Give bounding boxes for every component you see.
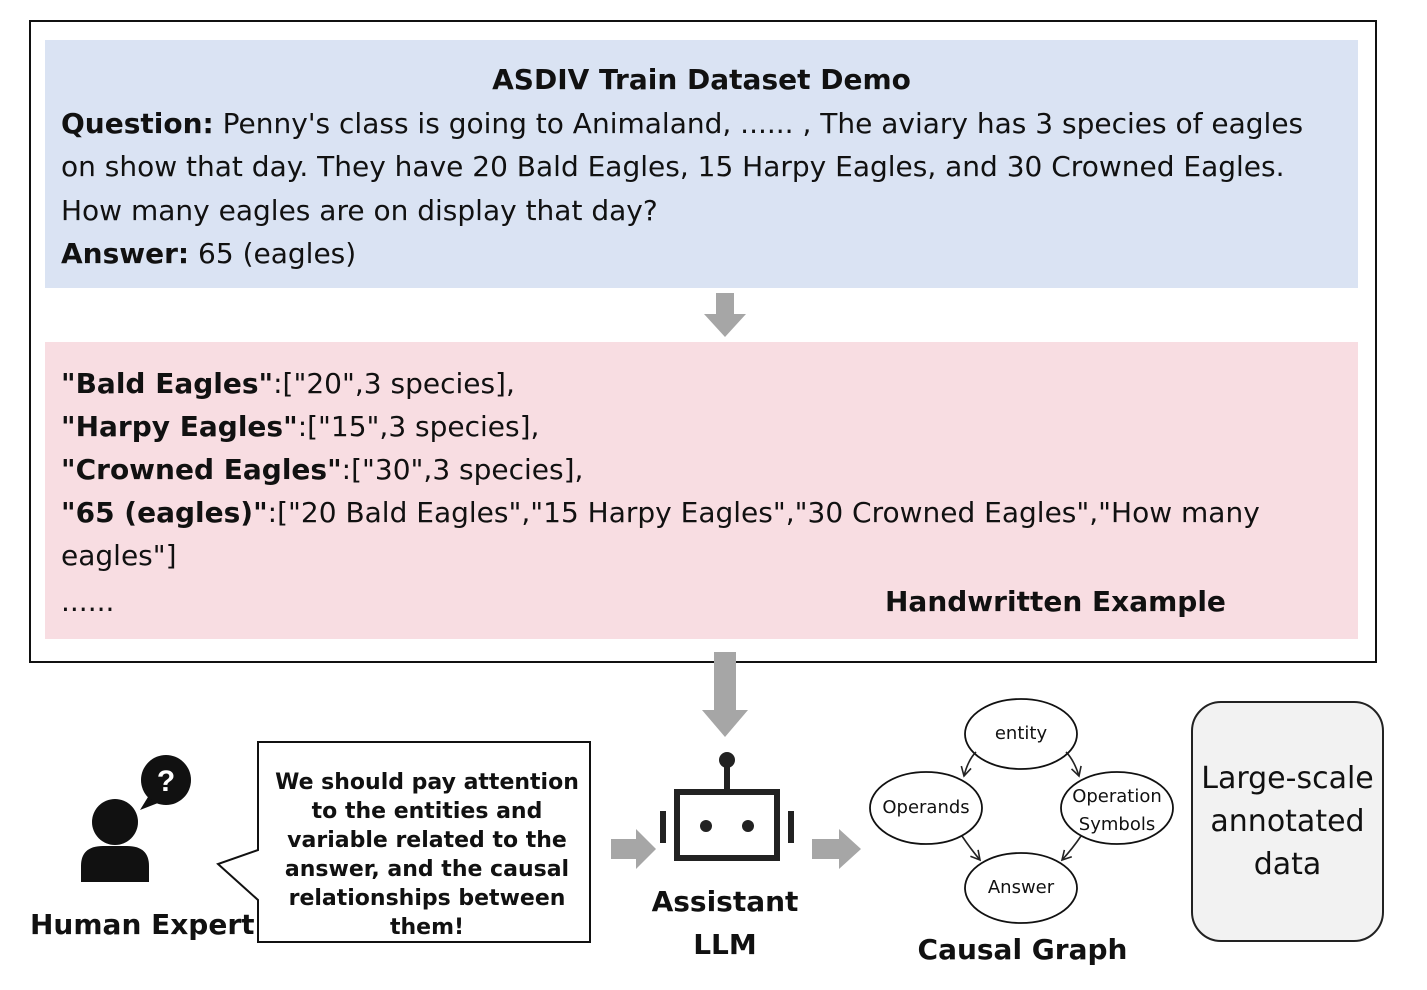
entry-value: :["30",3 species], — [341, 453, 584, 486]
speech-bubble-text: We should pay attention to the entities … — [275, 770, 579, 940]
answer-block: Answer: 65 (eagles) — [61, 232, 1342, 276]
right-arrow-llm-to-graph — [812, 829, 861, 869]
down-arrow-example-to-llm — [702, 652, 748, 737]
causal-graph-label: Causal Graph — [917, 933, 1128, 966]
speech-bubble — [216, 741, 591, 943]
node-answer — [964, 852, 1078, 924]
svg-text:?: ? — [157, 765, 175, 798]
node-operands-label: Operands — [882, 797, 970, 818]
entry-key: "Bald Eagles" — [61, 367, 274, 400]
edge-operands-answer — [961, 835, 982, 862]
entry-bald-eagles: "Bald Eagles":["20",3 species], — [61, 362, 1342, 405]
annotated-data-box: Large-scale annotated data — [1191, 701, 1384, 942]
causal-graph — [869, 698, 1174, 924]
down-arrow-demo-to-example — [704, 293, 746, 337]
assistant-label-line1: Assistant — [651, 885, 799, 918]
entry-crowned-eagles: "Crowned Eagles":["30",3 species], — [61, 448, 1342, 491]
node-operation-symbols — [1060, 771, 1174, 845]
entry-key: "Harpy Eagles" — [61, 410, 298, 443]
entry-harpy-eagles: "Harpy Eagles":["15",3 species], — [61, 405, 1342, 448]
dataset-frame — [29, 20, 1377, 663]
handwritten-example-label: Handwritten Example — [885, 585, 1226, 618]
assistant-llm-label: Assistant LLM — [640, 880, 810, 966]
human-expert-label: Human Expert — [30, 908, 255, 941]
entry-value: :["20",3 species], — [273, 367, 515, 400]
edge-entity-operands — [960, 751, 977, 778]
right-arrow-expert-to-llm — [611, 829, 656, 869]
entry-key: "Crowned Eagles" — [61, 453, 342, 486]
entry-value: :["20 Bald Eagles","15 Harpy Eagles","30… — [61, 496, 1260, 572]
edge-operation-answer — [1060, 835, 1082, 862]
node-operands — [869, 771, 983, 845]
robot-icon — [660, 752, 794, 861]
node-operation-label-line1: Operation — [1072, 786, 1162, 807]
node-entity-label: entity — [994, 723, 1048, 744]
edge-entity-operation — [1065, 751, 1082, 778]
demo-title: ASDIV Train Dataset Demo — [492, 63, 911, 96]
question-text: Penny's class is going to Animaland, ...… — [61, 106, 1304, 227]
entry-value: :["15",3 species], — [297, 410, 540, 443]
answer-label: Answer: — [61, 237, 190, 270]
entry-answer: "65 (eagles)":["20 Bald Eagles","15 Harp… — [61, 491, 1291, 577]
question-label: Question: — [61, 106, 214, 140]
node-answer-label: Answer — [987, 877, 1055, 898]
annotated-data-label: Large-scale annotated data — [1201, 761, 1374, 882]
ellipsis: ...... — [61, 585, 115, 618]
dataset-demo-panel: ASDIV Train Dataset Demo Question: Penny… — [45, 40, 1358, 288]
handwritten-example-panel: "Bald Eagles":["20",3 species], "Harpy E… — [45, 342, 1358, 639]
entry-key: "65 (eagles)" — [61, 496, 268, 529]
node-entity — [964, 698, 1078, 770]
question-block: Question: Penny's class is going to Anim… — [61, 102, 1342, 233]
answer-text: 65 (eagles) — [198, 237, 357, 270]
node-operation-label-line2: Symbols — [1078, 814, 1156, 835]
person-question-icon: ? — [81, 755, 191, 882]
assistant-label-line2: LLM — [693, 928, 757, 961]
